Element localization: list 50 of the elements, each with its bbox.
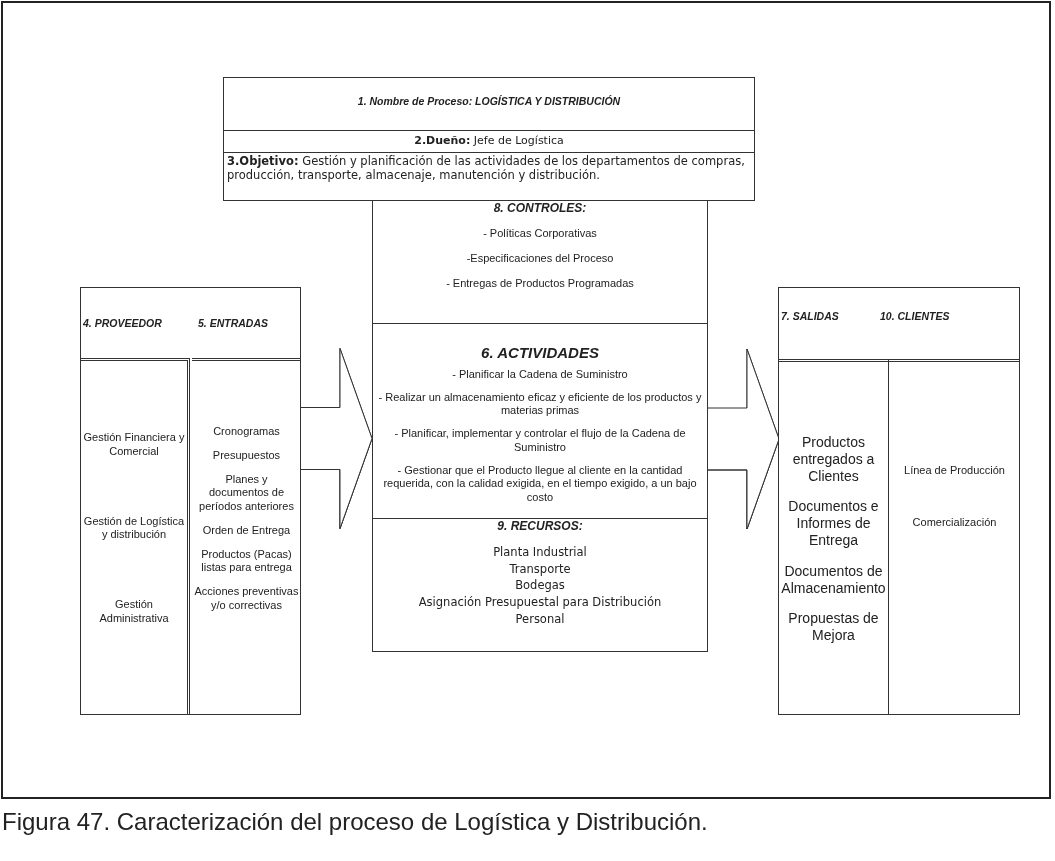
resource-item: Bodegas bbox=[515, 577, 565, 594]
activities-heading: 6. ACTIVIDADES bbox=[481, 344, 599, 363]
block-arrow bbox=[707, 348, 780, 530]
resources-heading: 9. RECURSOS: bbox=[497, 519, 583, 534]
controls-box bbox=[372, 200, 708, 324]
block-arrow bbox=[300, 348, 373, 529]
supplier-inputs-panel bbox=[80, 287, 301, 715]
output-item: Productos entregados a Clientes bbox=[791, 434, 876, 485]
resource-item: Transporte bbox=[509, 560, 571, 578]
input-item: Planes y documentos de períodos anteriores bbox=[198, 472, 295, 514]
output-item: Documentos de Almacenamiento bbox=[780, 562, 887, 597]
objective-text: 3.Objetivo: Gestión y planificación de las actividades de los departamentos de compras, producción, transporte, almacenaje, manutención y distribución. bbox=[226, 153, 746, 184]
owner-text: 2.Dueño: Jefe de Logística bbox=[413, 134, 565, 148]
activities-box bbox=[372, 323, 708, 519]
control-item: - Entregas de Productos Programadas bbox=[445, 276, 635, 291]
control-item: - Políticas Corporativas bbox=[482, 227, 598, 241]
supplier-column bbox=[81, 358, 190, 715]
caption: Figura 47. Caracterización del proceso de Logística y Distribución. bbox=[2, 808, 708, 836]
input-item: Acciones preventivas y/o correctivas bbox=[193, 585, 300, 613]
output-item: Documentos e Informes de Entrega bbox=[787, 498, 880, 549]
client-item: Comercialización bbox=[911, 515, 998, 530]
output-item: Propuestas de Mejora bbox=[787, 610, 880, 644]
supplier-item: Gestión Administrativa bbox=[98, 598, 170, 626]
resource-item: Personal bbox=[515, 610, 565, 628]
owner-box bbox=[223, 130, 755, 153]
column-heading: 10. CLIENTES bbox=[880, 310, 950, 324]
activity-item: - Gestionar que el Producto llegue al cliente en la cantidad requerida, con la calidad exigida, en el tiempo exigido, a un bajo costo bbox=[382, 463, 698, 505]
control-item: -Especificaciones del Proceso bbox=[465, 251, 615, 266]
column-heading: 4. PROVEEDOR bbox=[83, 317, 162, 331]
activity-item: - Planificar la Cadena de Suministro bbox=[451, 367, 629, 382]
column-heading: 5. ENTRADAS bbox=[198, 317, 268, 331]
resources-box bbox=[372, 518, 708, 652]
controls-heading: 8. CONTROLES: bbox=[493, 201, 587, 216]
activity-item: - Realizar un almacenamiento eficaz y eficiente de los productos y materias primas bbox=[377, 390, 703, 418]
resource-item: Asignación Presupuestal para Distribución bbox=[418, 594, 662, 611]
resource-item: Planta Industrial bbox=[493, 544, 587, 561]
input-item: Cronogramas bbox=[212, 425, 281, 439]
outputs-clients-panel bbox=[778, 287, 1020, 715]
input-item: Orden de Entrega bbox=[201, 523, 292, 538]
process-title: 1. Nombre de Proceso: LOGÍSTICA Y DISTRIBUCIÓN bbox=[356, 95, 622, 109]
client-item: Línea de Producción bbox=[903, 464, 1006, 478]
objective-box bbox=[223, 152, 755, 201]
input-item: Presupuestos bbox=[211, 448, 282, 463]
outputs-column bbox=[779, 359, 889, 715]
activity-item: - Planificar, implementar y controlar el flujo de la Cadena de Suministro bbox=[393, 427, 687, 455]
supplier-item: Gestión Financiera y Comercial bbox=[82, 431, 186, 459]
process-name-box bbox=[223, 77, 755, 131]
column-heading: 7. SALIDAS bbox=[781, 310, 839, 324]
supplier-item: Gestión de Logística y distribución bbox=[82, 514, 186, 542]
input-item: Productos (Pacas) listas para entrega bbox=[200, 547, 293, 575]
